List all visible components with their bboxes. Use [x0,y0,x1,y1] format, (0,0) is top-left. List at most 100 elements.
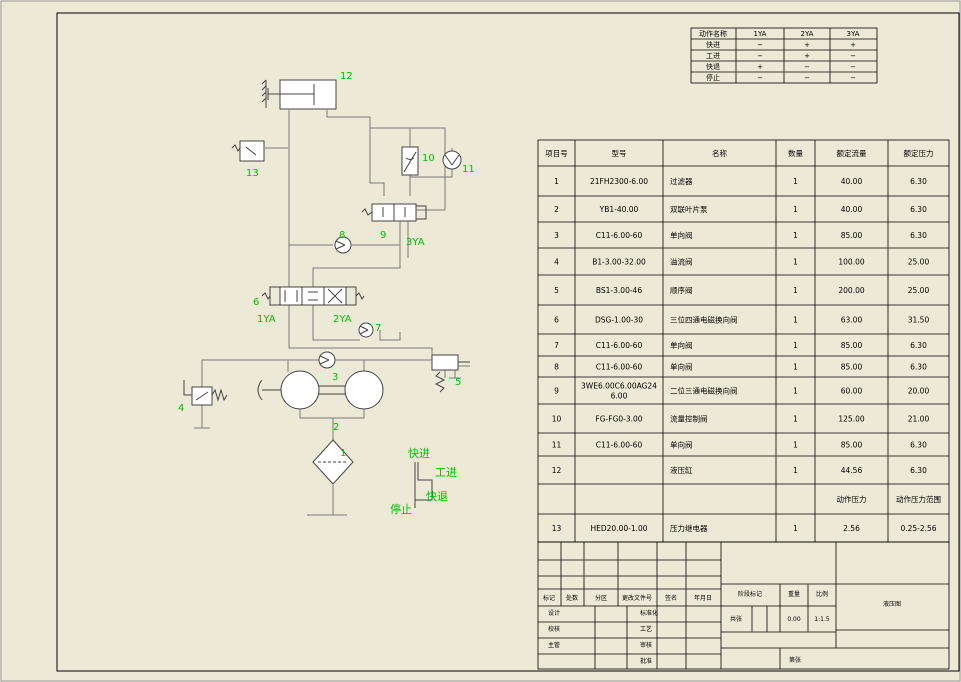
parts-cell: 9 [554,387,559,396]
parts-cell: 2.56 [843,524,860,533]
parts-cell: 1 [554,177,559,186]
parts-cell: 10 [552,415,562,424]
flow-control-valve [401,146,419,176]
parts-cell: 85.00 [841,363,863,372]
parts-cell: 200.00 [838,286,864,295]
parts-cell: C11-6.00-60 [596,341,643,350]
tb-supervise: 主管 [548,641,560,649]
parts-cell: 31.50 [908,316,930,325]
parts-header: 数量 [788,148,803,158]
action-header-2ya: 2YA [801,30,814,38]
parts-cell: FG-FG0-3.00 [595,415,642,424]
cycle-fast-return: 快退 [426,490,448,503]
tb-revision-label: 签名 [665,594,677,602]
parts-cell: 25.00 [908,258,930,267]
parts-header: 型号 [612,149,627,158]
cycle-work-feed: 工进 [435,466,457,479]
check-valve-7 [358,322,374,338]
parts-cell: 1 [793,316,798,325]
label-12: 12 [340,71,353,82]
parts-cell: 21FH2300-6.00 [590,177,648,186]
action-row-state: − [850,63,856,71]
parts-cell: 流量控制阀 [670,414,708,424]
parts-cell: 6.30 [910,231,927,240]
parts-cell: HED20.00-1.00 [590,524,647,533]
parts-cell: C11-6.00-60 [596,363,643,372]
parts-cell: 1 [793,205,798,214]
action-header-3ya: 3YA [847,30,860,38]
parts-cell: 1 [793,441,798,450]
label-7: 7 [375,323,381,334]
label-5: 5 [455,377,461,388]
action-table: 动作名称 1YA 2YA 3YA 快进−++工进−+−快退+−−停止−−− [690,27,878,84]
parts-cell: 动作压力范围 [896,494,941,504]
action-row-state: − [757,41,763,49]
parts-cell: 1 [793,258,798,267]
parts-cell: 1 [793,177,798,186]
tb-revision-label: 处数 [566,594,578,602]
action-row-name: 停止 [706,73,720,82]
parts-cell: 压力继电器 [670,523,708,533]
parts-cell: C11-6.00-60 [596,441,643,450]
action-row-name: 快退 [706,62,720,71]
parts-cell: 单向阀 [670,230,693,240]
parts-cell: 单向阀 [670,440,693,450]
action-row-name: 快进 [706,40,720,49]
action-row-state: + [804,52,810,60]
action-row-state: + [850,41,856,49]
parts-cell: 二位三通电磁换向阀 [670,386,738,396]
relief-valve [183,380,228,406]
parts-header: 额定压力 [904,148,934,158]
parts-cell: 单向阀 [670,362,693,372]
label-11: 11 [462,164,475,175]
oil-filter [312,439,354,485]
parts-cell: 40.00 [841,205,863,214]
tb-sheet: 共张 [730,615,742,623]
check-valve-3 [318,351,336,369]
parts-cell: 三位四通电磁换向阀 [670,315,738,325]
parts-cell: 21.00 [908,415,930,424]
parts-cell: 6 [554,316,559,325]
parts-cell: 6.30 [910,441,927,450]
label-13: 13 [246,168,259,179]
action-row-state: − [804,74,810,82]
tb-revision-label: 分区 [595,594,607,602]
label-2ya: 2YA [333,314,352,325]
cycle-path [414,462,433,508]
label-3ya: 3YA [406,237,425,248]
parts-cell: 顺序阀 [670,285,693,295]
label-1ya: 1YA [257,314,276,325]
parts-cell: 2 [554,205,559,214]
parts-cell: 5 [554,286,559,295]
parts-cell: 动作压力 [837,494,867,504]
label-2: 2 [333,422,339,433]
parts-header: 名称 [712,148,727,158]
parts-header: 额定流量 [837,148,867,158]
action-row-name: 工进 [706,52,720,60]
parts-cell: 85.00 [841,231,863,240]
cycle-stop: 停止 [390,502,412,516]
parts-cell: 125.00 [838,415,864,424]
parts-cell: 6.30 [910,363,927,372]
title-block: 标记处数分区更改文件号签名年月日 设计 校核 主管 标准化 工艺 审核 批准 阶… [537,541,950,670]
parts-cell: 1 [793,524,798,533]
action-row-state: − [757,52,763,60]
parts-cell: 8 [554,363,559,372]
parts-cell: YB1-40.00 [599,205,639,214]
check-valve-11 [442,150,462,170]
tb-page: 第张 [789,656,801,664]
parts-cell: 6.30 [910,341,927,350]
parts-cell: 20.00 [908,387,930,396]
parts-cell: DSG-1.00-30 [595,316,643,325]
parts-cell: 100.00 [838,258,864,267]
tb-scale: 比例 [816,590,828,598]
parts-cell: 1 [793,387,798,396]
action-row-state: − [757,74,763,82]
parts-cell: 25.00 [908,286,930,295]
parts-cell: 4 [554,258,559,267]
pressure-relay [231,140,265,162]
parts-cell: 6.30 [910,177,927,186]
